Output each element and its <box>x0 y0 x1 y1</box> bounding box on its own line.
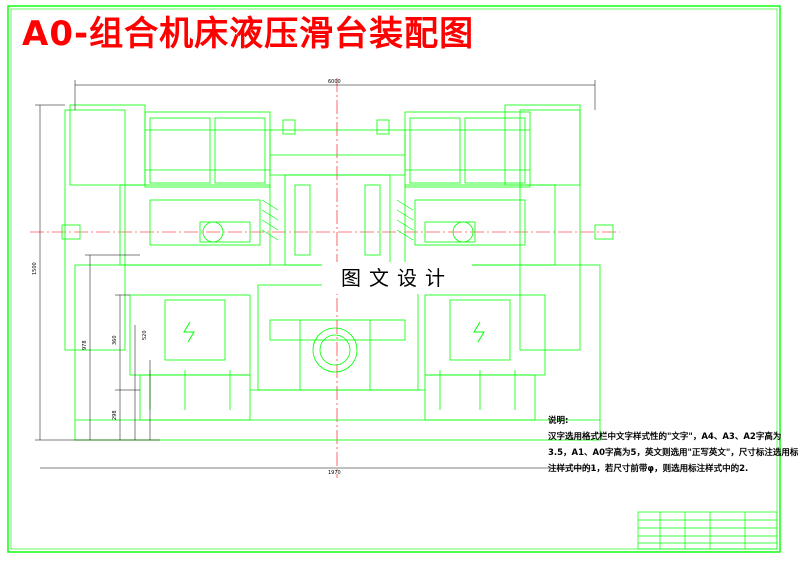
dimension-lines <box>35 80 596 469</box>
dimension-label: 360 <box>112 335 118 345</box>
dimension-label: 298 <box>112 410 118 420</box>
dimension-label: 6000 <box>328 79 341 85</box>
dimension-label: 1500 <box>32 262 38 275</box>
lightning-icon <box>183 321 485 343</box>
machine-outline <box>61 104 614 441</box>
inner-frame <box>10 8 778 550</box>
dimension-label: 520 <box>142 330 148 340</box>
page-title: A0-组合机床液压滑台装配图 <box>22 14 475 54</box>
watermark: 图文设计 <box>322 262 472 294</box>
drawing-sheet: 6000 1970 1500 978 360 298 520 A0-组合机床液压… <box>7 5 798 553</box>
notes-line: 3.5，A1、A0字高为5，英文则选用"正写英文"，尺寸标注选用标 <box>548 448 798 458</box>
title-block <box>637 511 778 550</box>
dimension-label: 978 <box>82 340 88 350</box>
assembly-drawing: 6000 1970 1500 978 360 298 520 <box>7 5 781 553</box>
gear-hatch <box>261 199 414 241</box>
notes-line: 汉字选用格式栏中文字样式性的"文字"，A4、A3、A2字高为 <box>548 432 782 442</box>
dimension-label: 1970 <box>328 470 341 476</box>
notes-line: 注样式中的1，若尺寸前带φ，则选用标注样式中的2. <box>548 464 749 474</box>
notes-heading: 说明: <box>548 416 569 426</box>
notes-block: 说明: 汉字选用格式栏中文字样式性的"文字"，A4、A3、A2字高为 3.5，A… <box>548 413 798 477</box>
drawing-frame <box>7 5 781 553</box>
